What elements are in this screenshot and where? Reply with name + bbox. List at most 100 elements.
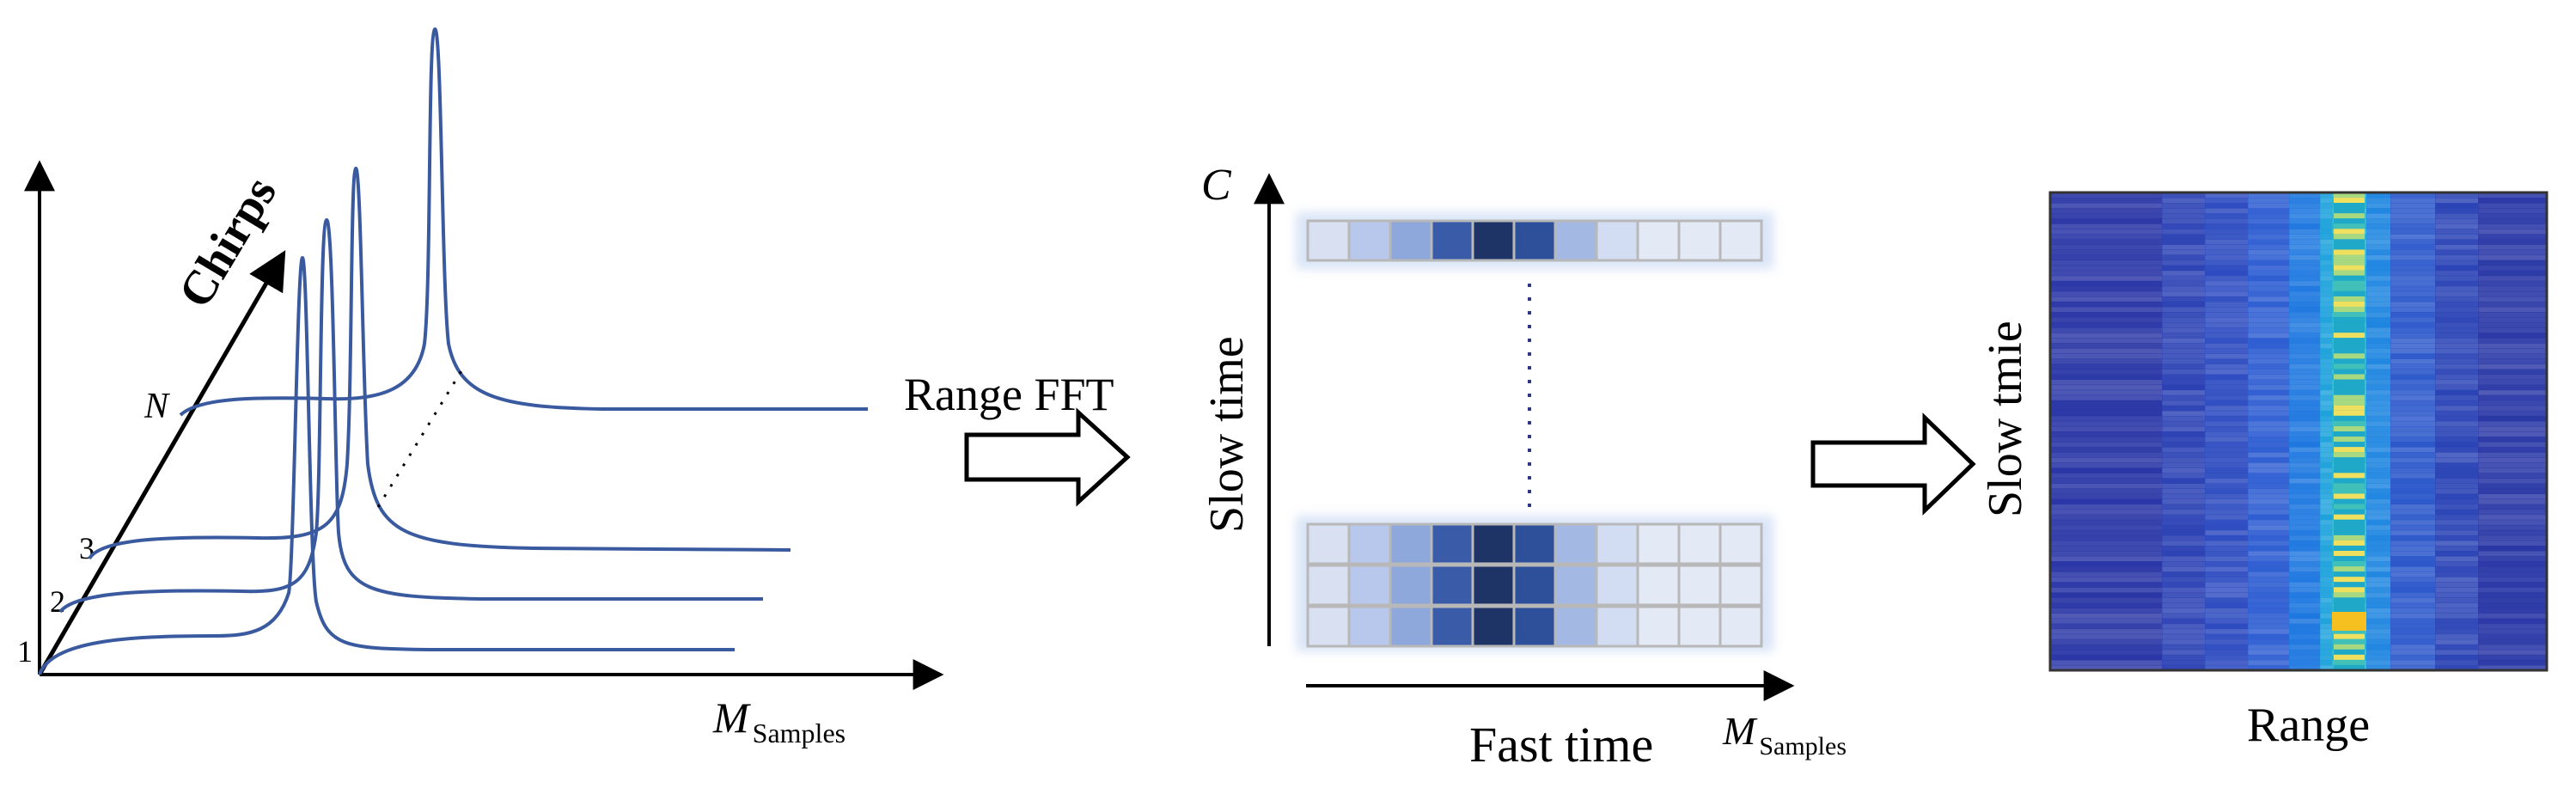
heatmap-cell (2366, 587, 2391, 593)
heatmap-cell (2205, 218, 2249, 224)
heatmap-cell (2390, 582, 2436, 588)
heatmap-cell (2289, 213, 2321, 219)
heatmap-cell (2435, 249, 2479, 256)
heatmap-cell (2435, 285, 2479, 292)
heatmap-cell (2050, 649, 2163, 656)
heatmap-cell (2289, 442, 2321, 448)
heatmap-cell (2050, 582, 2163, 588)
heatmap-cell (2390, 379, 2436, 386)
heatmap-peak-cell (2334, 343, 2365, 349)
heatmap-cell (2366, 405, 2391, 412)
heatmap-cell (2050, 534, 2163, 541)
heatmap-cell (2390, 244, 2436, 250)
heatmap-cell (2248, 644, 2290, 651)
heatmap-peak-cell (2334, 353, 2365, 359)
heatmap-cell (2390, 509, 2436, 516)
heatmap-cell (2390, 285, 2436, 292)
heatmap-cell (2162, 556, 2206, 562)
heatmap-cell (2050, 420, 2163, 427)
heatmap-cell (2050, 410, 2163, 417)
heatmap-cell (2390, 333, 2436, 339)
heatmap-peak-cell (2334, 306, 2365, 313)
heatmap-cell (2320, 223, 2333, 229)
heatmap-cell (2205, 649, 2249, 656)
heatmap-peak-cell (2334, 592, 2365, 598)
heatmap-cell (2320, 415, 2333, 422)
heatmap-cell (2205, 597, 2249, 603)
heatmap-cell (2289, 265, 2321, 272)
heatmap-cell (2478, 633, 2548, 640)
heatmap-peak-cell (2334, 488, 2365, 495)
heatmap-cell (2366, 415, 2391, 422)
heatmap-cell (2162, 437, 2206, 443)
heatmap-cell (2248, 623, 2290, 630)
heatmap-cell (2248, 540, 2290, 547)
heatmap-cell (2248, 592, 2290, 598)
heatmap-cell (2162, 322, 2206, 328)
heatmap-cell (2366, 420, 2391, 427)
heatmap-cell (2435, 478, 2479, 484)
heatmap-cell (2162, 457, 2206, 463)
heatmap-cell (2248, 582, 2290, 588)
heatmap-cell (2478, 644, 2548, 651)
heatmap-cell (2162, 358, 2206, 364)
heatmap-cell (2205, 249, 2249, 256)
heatmap-cell (2320, 327, 2333, 333)
heatmap-cell (2435, 239, 2479, 245)
heatmap-cell (2366, 437, 2391, 443)
heatmap-cell (2435, 410, 2479, 417)
heatmap-cell (2050, 203, 2163, 209)
heatmap-cell (2050, 519, 2163, 526)
heatmap-cell (2289, 613, 2321, 620)
heatmap-cell (2162, 254, 2206, 261)
heatmap-cell (2248, 628, 2290, 635)
heatmap-cell (2366, 452, 2391, 458)
heatmap-cell (2366, 540, 2391, 547)
heatmap-cell (2248, 405, 2290, 412)
heatmap-cell (2435, 623, 2479, 630)
heatmap-cell (2162, 338, 2206, 344)
heatmap-cell (2248, 415, 2290, 422)
heatmap-peak-cell (2334, 587, 2365, 593)
heatmap-cell (2289, 524, 2321, 531)
heatmap-cell (2320, 566, 2333, 572)
heatmap-cell (2478, 301, 2548, 308)
heatmap-peak-cell (2334, 198, 2365, 204)
heatmap-cell (2320, 353, 2333, 359)
heatmap-cell (2366, 556, 2391, 562)
heatmap-cell (2478, 514, 2548, 521)
heatmap-cell (2162, 488, 2206, 495)
heatmap-cell (2390, 270, 2436, 277)
heatmap-cell (2435, 389, 2479, 396)
heatmap-cell (2366, 509, 2391, 516)
heatmap-peak-cell (2334, 333, 2365, 339)
heatmap-cell (2248, 467, 2290, 473)
heatmap-cell (2366, 483, 2391, 489)
heatmap-cell (2478, 623, 2548, 630)
chirp-label-2: 2 (50, 584, 65, 619)
heatmap-cell (2050, 467, 2163, 473)
heatmap-cell (2390, 218, 2436, 224)
heatmap-cell (2390, 467, 2436, 473)
heatmap-cell (2320, 597, 2333, 603)
heatmap-peak-cell (2334, 462, 2365, 468)
panel2-x-label-sub: Samples (1759, 732, 1847, 761)
heatmap-cell (2366, 442, 2391, 448)
heatmap-cell (2390, 478, 2436, 484)
heatmap-cell (2478, 462, 2548, 468)
fft-cell (1554, 522, 1598, 565)
heatmap-cell (2366, 244, 2391, 250)
range-fft-step: Range FFT (904, 369, 1131, 507)
heatmap-peak-cell (2334, 327, 2365, 333)
heatmap-cell (2205, 577, 2249, 583)
heatmap-cell (2435, 198, 2479, 204)
heatmap-cell (2435, 301, 2479, 308)
heatmap-cell (2205, 234, 2249, 240)
heatmap-cell (2478, 394, 2548, 401)
heatmap-cell (2050, 213, 2163, 219)
heatmap-cell (2248, 545, 2290, 552)
heatmap-peak-cell (2334, 602, 2365, 608)
heatmap-cell (2289, 254, 2321, 261)
heatmap-peak-cell (2334, 649, 2365, 656)
heatmap-cell (2478, 654, 2548, 661)
